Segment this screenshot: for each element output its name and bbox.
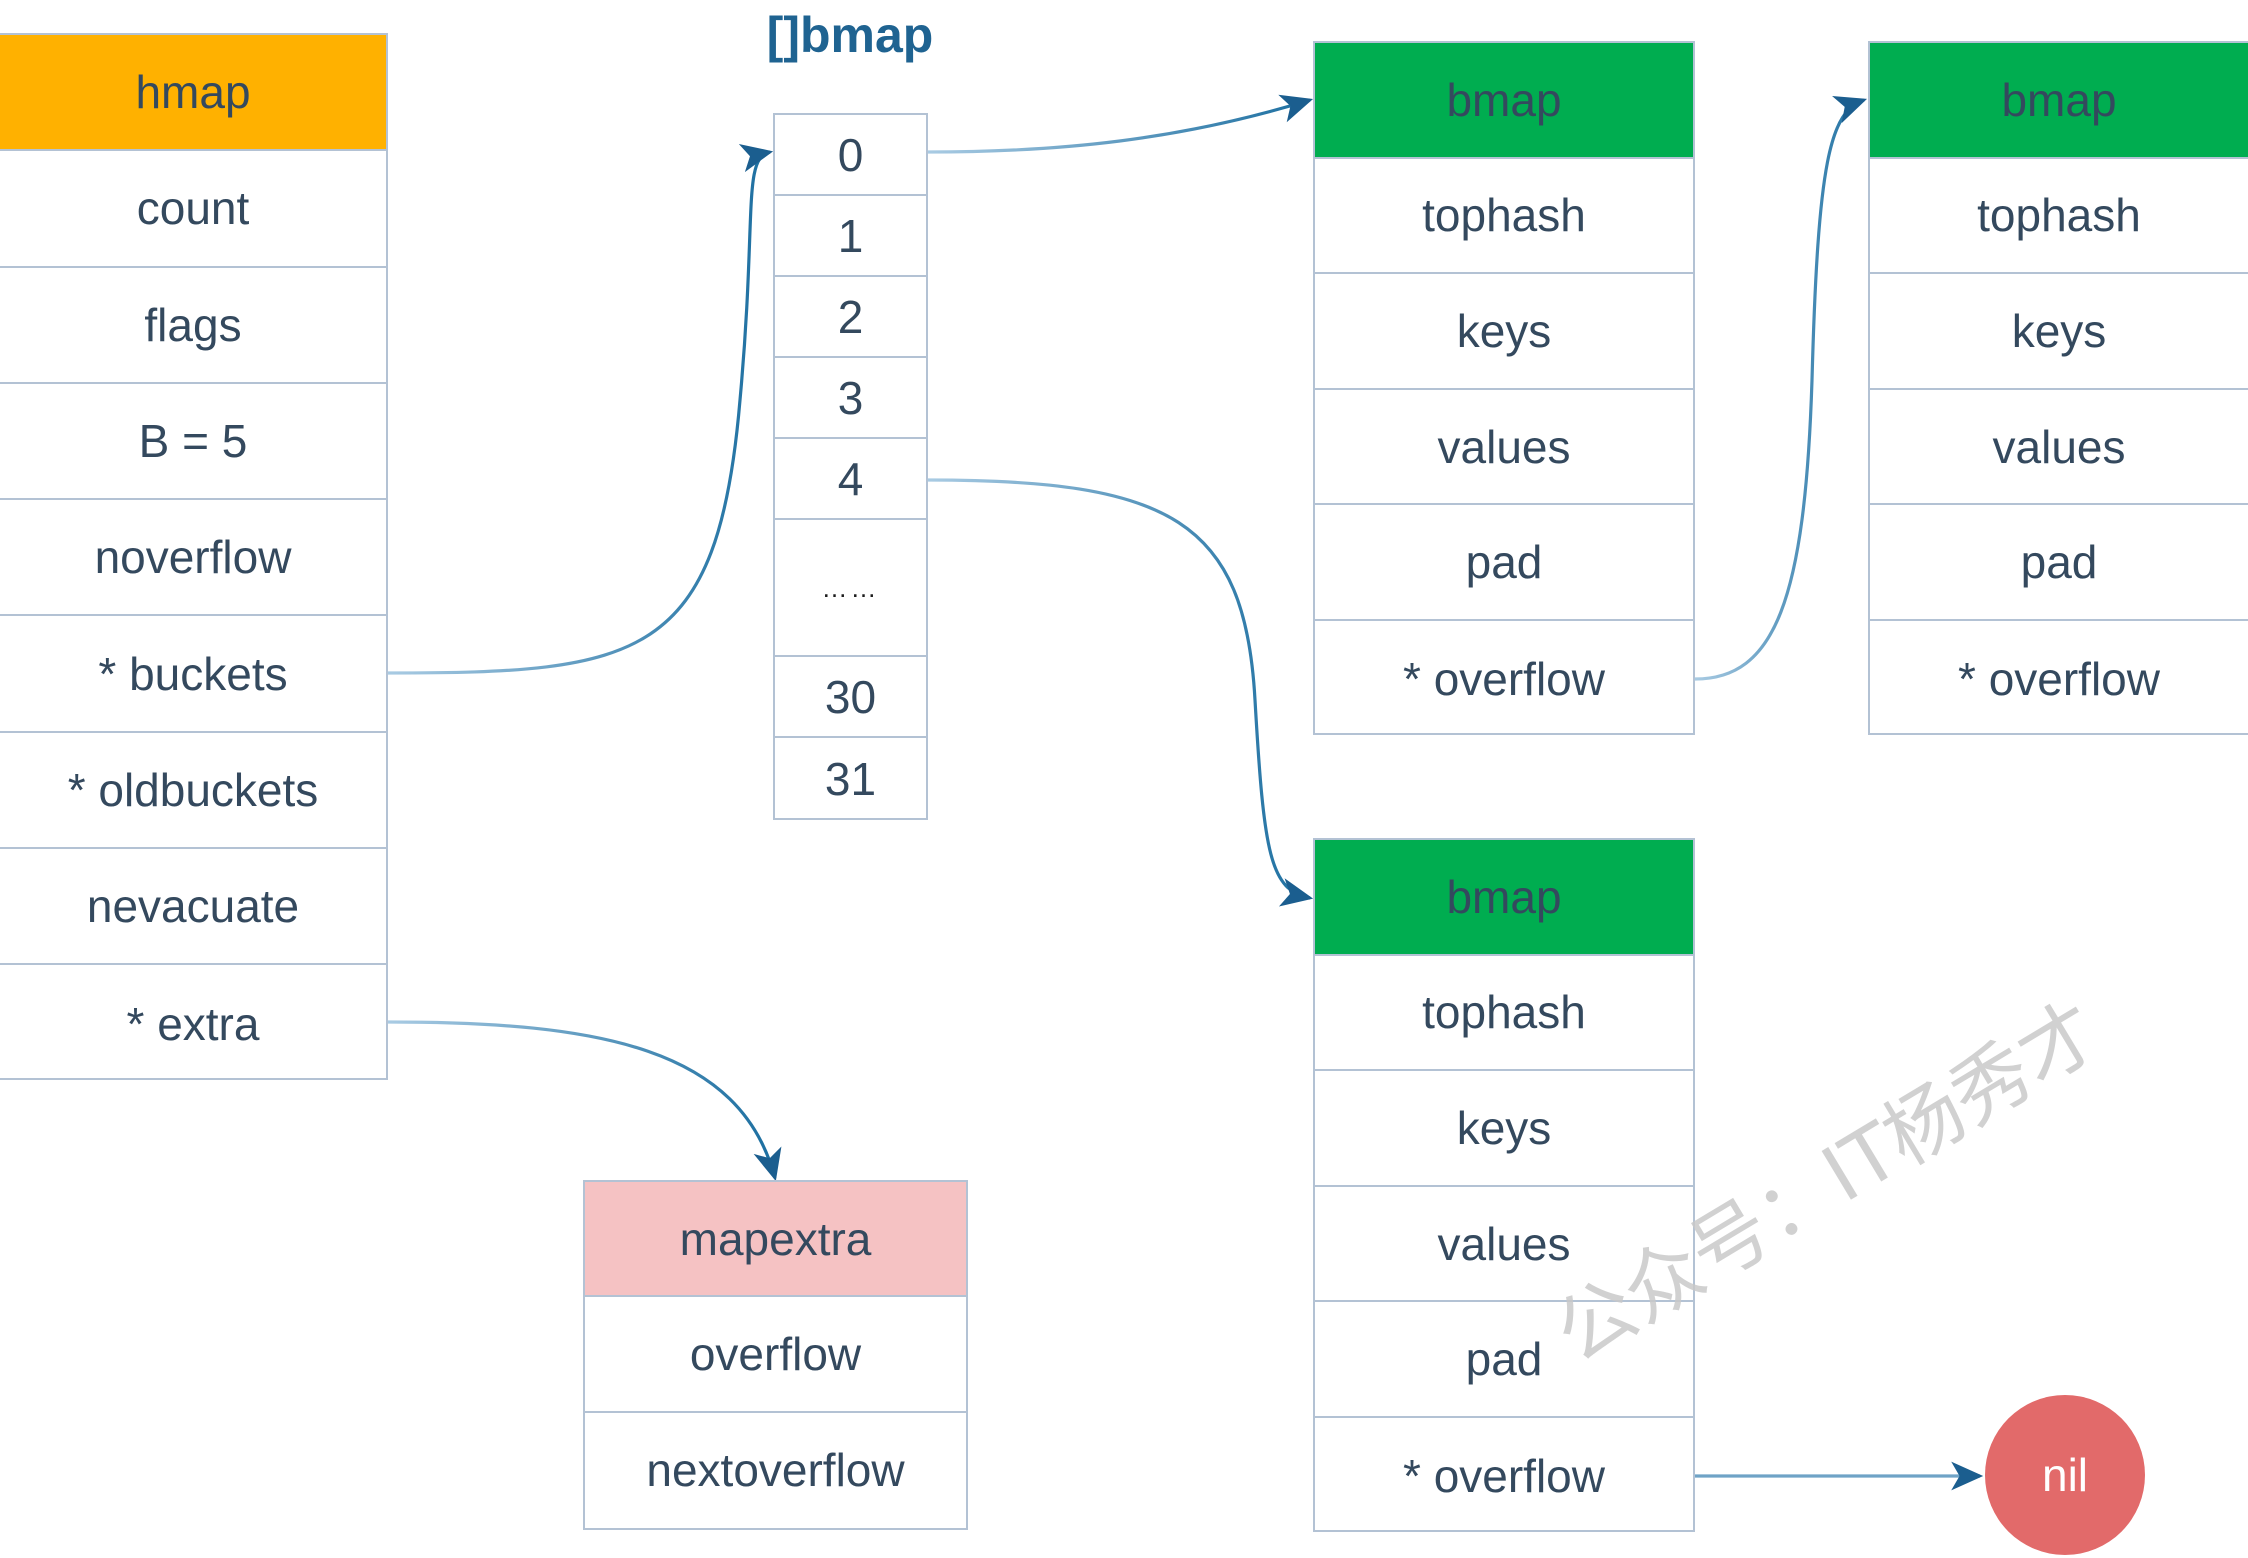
bmap-header: bmap <box>1315 43 1693 159</box>
connector-buckets-to-array <box>387 144 774 675</box>
bucket-cell-2: 2 <box>775 277 926 358</box>
bmap-header: bmap <box>1870 43 2248 159</box>
bmap-field-overflow: * overflow <box>1958 652 2160 705</box>
bucket-cell-0: 0 <box>775 115 926 196</box>
mapextra-struct: mapextra overflow nextoverflow <box>583 1180 968 1530</box>
hmap-header: hmap <box>0 35 386 152</box>
bucket-cell-4: 4 <box>775 439 926 520</box>
bucket-cell-1: 1 <box>775 196 926 277</box>
bmap-field-keys: keys <box>1315 1071 1693 1187</box>
bmap-field-tophash: tophash <box>1870 159 2248 275</box>
bucket-cell-31: 31 <box>824 752 877 805</box>
bmap-struct-overflow: bmap tophash keys values pad * overflow <box>1868 41 2248 735</box>
bmap-field-pad: pad <box>1315 1302 1693 1418</box>
bmap-field-tophash: tophash <box>1315 956 1693 1072</box>
bmap-field-pad: pad <box>1315 505 1693 621</box>
bmap-field-overflow: * overflow <box>1403 652 1605 705</box>
hmap-field-extra: * extra <box>126 997 260 1050</box>
bmap-field-values: values <box>1315 1187 1693 1303</box>
bmap-field-values: values <box>1870 390 2248 506</box>
bucket-array-label: []bmap <box>766 7 934 63</box>
mapextra-field-overflow: overflow <box>585 1297 966 1413</box>
hmap-struct: hmap count flags B = 5 noverflow * bucke… <box>0 33 388 1080</box>
bmap-header: bmap <box>1315 840 1693 956</box>
hmap-field-oldbuckets: * oldbuckets <box>0 733 386 850</box>
bucket-cell-3: 3 <box>775 358 926 439</box>
connector-extra-to-mapextra <box>387 1020 782 1182</box>
hmap-field-nevacuate: nevacuate <box>0 849 386 966</box>
bmap-struct-bucket4: bmap tophash keys values pad * overflow <box>1313 838 1695 1532</box>
hmap-field-count: count <box>0 151 386 268</box>
hmap-field-flags: flags <box>0 268 386 384</box>
mapextra-field-nextoverflow: nextoverflow <box>646 1444 905 1497</box>
bmap-field-pad: pad <box>1870 505 2248 621</box>
bmap-field-keys: keys <box>1315 274 1693 390</box>
nil-node: nil <box>1985 1395 2145 1555</box>
bmap-field-keys: keys <box>1870 274 2248 390</box>
connector-array4-to-bmap4 <box>927 478 1314 907</box>
hmap-field-noverflow: noverflow <box>0 500 386 617</box>
hmap-field-buckets: * buckets <box>0 616 386 733</box>
mapextra-header: mapextra <box>585 1182 966 1298</box>
bucket-cell-ellipsis: …… <box>775 520 926 657</box>
bmap-field-overflow: * overflow <box>1403 1449 1605 1502</box>
bmap-field-tophash: tophash <box>1315 159 1693 275</box>
bucket-array: 0 1 2 3 4 …… 30 31 <box>773 113 928 820</box>
hmap-field-b: B = 5 <box>0 384 386 501</box>
bucket-cell-30: 30 <box>775 657 926 738</box>
bmap-struct-bucket0: bmap tophash keys values pad * overflow <box>1313 41 1695 735</box>
connector-bmap0-overflow-to-bmap1 <box>1694 96 1868 681</box>
bmap-field-values: values <box>1315 390 1693 506</box>
connector-array0-to-bmap0 <box>927 94 1314 154</box>
